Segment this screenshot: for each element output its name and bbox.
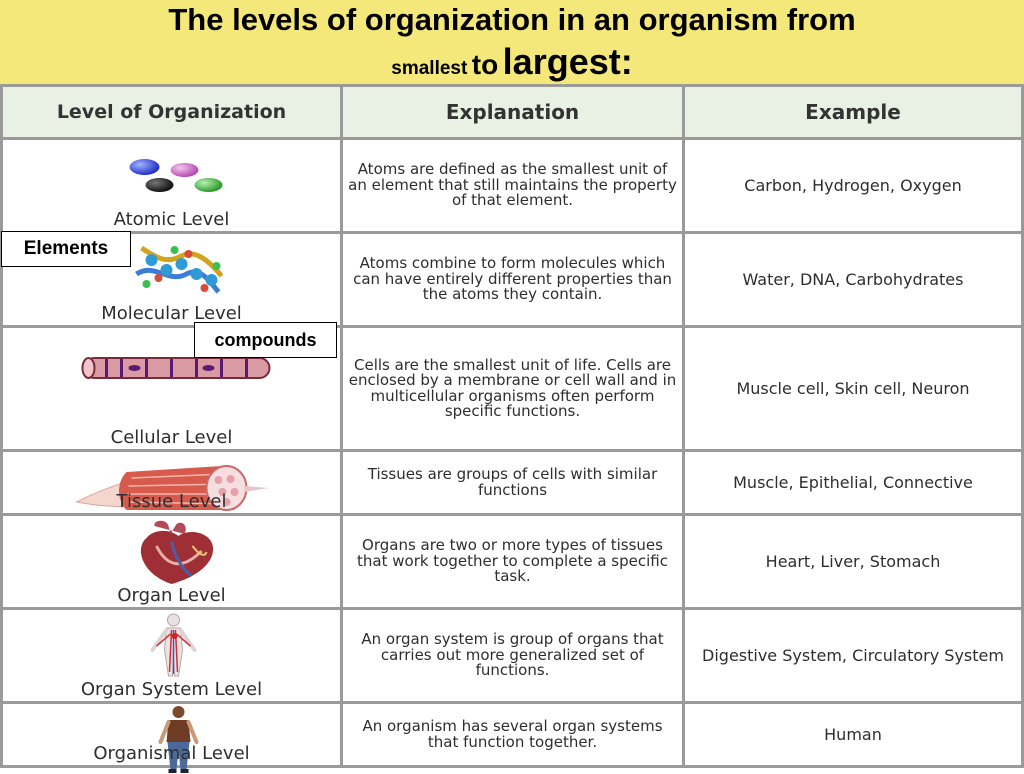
compounds-callout: compounds [194,322,337,358]
header-level: Level of Organization [3,87,340,137]
explanation-cell: Atoms combine to form molecules which ca… [343,234,682,326]
subtitle-smallest: smallest [391,58,468,79]
muscle-cell-icon [81,357,271,380]
level-cell: Atomic Level [3,140,340,232]
table-row: Organismal Level An organism has several… [3,704,1021,774]
level-label: Tissue Level [116,491,227,513]
level-cell: Tissue Level [3,452,340,514]
atoms-icon [129,159,223,192]
level-cell: Organismal Level [3,704,340,774]
example-cell: Heart, Liver, Stomach [685,516,1021,608]
header-explanation: Explanation [343,87,682,137]
page-title: The levels of organization in an organis… [168,2,856,37]
table-row: Organ System Level An organ system is gr… [3,610,1021,702]
example-cell: Human [685,704,1021,765]
muscle-tissue-icon [74,465,269,512]
example-cell: Muscle, Epithelial, Connective [685,452,1021,514]
human-icon [158,706,199,774]
level-label: Organ System Level [80,679,263,701]
level-label: Cellular Level [110,427,233,449]
example-cell: Digestive System, Circulatory System [685,610,1021,702]
example-cell: Carbon, Hydrogen, Oxygen [685,140,1021,232]
level-label: Organ Level [117,585,226,607]
table-row: Tissue Level Tissues are groups of cells… [3,452,1021,514]
level-cell: Organ System Level [3,610,340,702]
level-cell: Molecular Level [3,234,340,326]
example-cell: Muscle cell, Skin cell, Neuron [685,328,1021,450]
level-label: Atomic Level [113,209,230,231]
example-cell: Water, DNA, Carbohydrates [685,234,1021,326]
heart-icon [140,520,214,585]
title-banner: The levels of organization in an organis… [0,0,1024,84]
level-cell: Organ Level [3,516,340,608]
explanation-cell: Cells are the smallest unit of life. Cel… [343,328,682,450]
explanation-cell: An organ system is group of organs that … [343,610,682,702]
explanation-cell: Organs are two or more types of tissues … [343,516,682,608]
header-example: Example [685,87,1021,137]
level-label: Organismal Level [93,743,250,764]
level-label: Molecular Level [101,303,242,325]
circulatory-system-icon [150,613,197,677]
dna-molecule-icon [135,245,224,294]
table-header-row: Level of Organization Explanation Exampl… [3,87,1021,137]
table-row: Organ Level Organs are two or more types… [3,516,1021,608]
organization-table: Level of Organization Explanation Exampl… [0,84,1024,774]
subtitle-largest: largest: [502,41,633,82]
explanation-cell: Atoms are defined as the smallest unit o… [343,140,682,232]
table-row: Molecular Level Atoms combine to form mo… [3,234,1021,326]
subtitle-to: to [471,49,499,80]
table-row: Cellular Level Cells are the smallest un… [3,328,1021,450]
explanation-cell: An organism has several organ systems th… [343,704,682,765]
table-row: Atomic Level Atoms are defined as the sm… [3,140,1021,232]
elements-callout: Elements [1,231,131,267]
explanation-cell: Tissues are groups of cells with similar… [343,452,682,514]
page-subtitle: smallest to largest: [0,42,1024,90]
